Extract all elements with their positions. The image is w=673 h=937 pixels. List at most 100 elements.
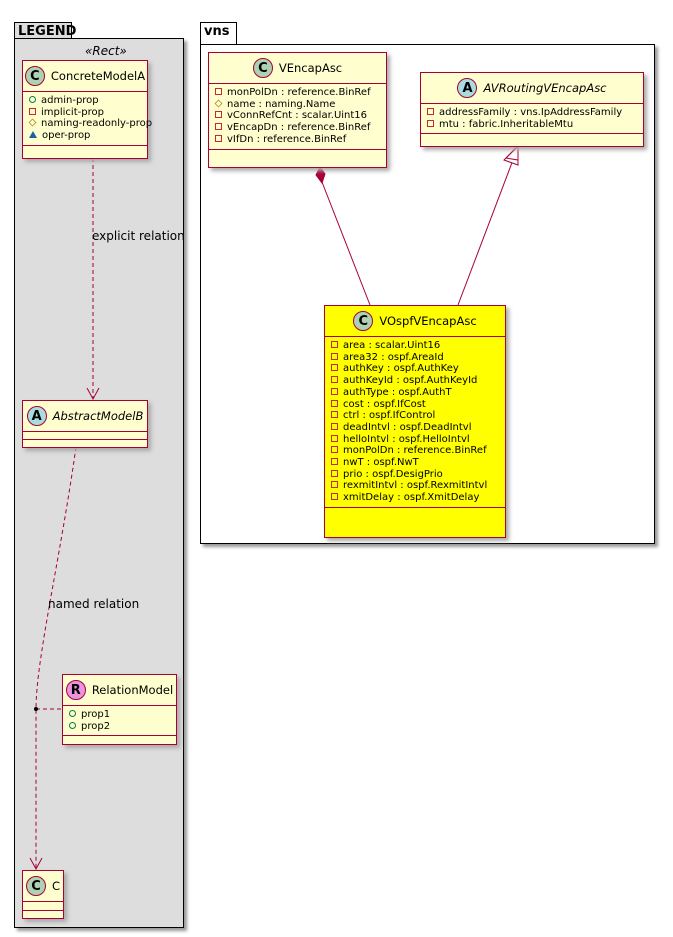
attribute-text: rexmitIntvl : ospf.RexmitIntvl (343, 480, 488, 492)
operation-list (63, 736, 176, 744)
private-visibility-icon (331, 352, 338, 360)
attribute-text: vConnRefCnt : scalar.Uint16 (227, 110, 368, 122)
class-header: A AbstractModelB (23, 401, 147, 432)
composition-edge (315, 166, 371, 306)
private-visibility-icon (331, 458, 338, 466)
attribute-text: authKey : ospf.AuthKey (343, 363, 459, 375)
class-kind-C-icon: C (24, 66, 45, 86)
private-visibility-icon (331, 364, 338, 372)
attribute-text: prop1 (81, 709, 111, 720)
public-visibility-icon (69, 710, 76, 717)
attribute-row: implicit-prop (29, 107, 147, 119)
private-visibility-icon (215, 134, 222, 142)
attribute-row: prop1 (69, 709, 176, 721)
attribute-row: oper-prop (29, 130, 147, 142)
named-relation-label: named relation (48, 597, 140, 611)
class-kind-A-icon: A (26, 406, 47, 426)
attribute-row: vIfDn : reference.BinRef (215, 134, 386, 146)
attribute-row: authKeyId : ospf.AuthKeyId (331, 375, 505, 387)
protected-visibility-icon (28, 118, 37, 127)
attribute-text: admin-prop (41, 95, 99, 106)
attribute-row: name : naming.Name (214, 99, 386, 111)
attribute-row: xmitDelay : ospf.XmitDelay (331, 492, 505, 504)
attribute-text: monPolDn : reference.BinRef (343, 445, 487, 457)
class-kind-C-icon: C (252, 58, 273, 78)
attribute-text: implicit-prop (41, 106, 104, 118)
private-visibility-icon (331, 411, 338, 419)
attribute-text: mtu : fabric.InheritableMtu (439, 118, 574, 130)
named-relation-edge (29, 446, 77, 871)
operation-list (23, 440, 147, 447)
attribute-row: mtu : fabric.InheritableMtu (427, 119, 643, 131)
class-header: A AVRoutingVEncapAsc (421, 73, 643, 104)
attribute-text: area : scalar.Uint16 (343, 340, 441, 351)
protected-visibility-icon (214, 99, 223, 108)
private-visibility-icon (331, 493, 338, 501)
attribute-text: ctrl : ospf.IfControl (343, 410, 436, 422)
attribute-row: ctrl : ospf.IfControl (331, 410, 505, 422)
attribute-text: authKeyId : ospf.AuthKeyId (343, 375, 478, 387)
package-legend (14, 38, 184, 928)
attribute-list (23, 432, 147, 440)
class-name: VEncapAsc (278, 61, 343, 75)
class-name: AbstractModelB (52, 409, 144, 423)
attribute-text: vEncapDn : reference.BinRef (227, 122, 371, 134)
class-name: VOspfVEncapAsc (379, 314, 477, 328)
private-visibility-icon (215, 123, 222, 131)
operation-list (209, 150, 386, 167)
class-name: AVRoutingVEncapAsc (483, 81, 607, 95)
attribute-text: authType : ospf.AuthT (343, 386, 452, 398)
attribute-list (23, 902, 63, 911)
package-visibility-icon (29, 131, 37, 139)
legend-stereotype: «Rect» (85, 44, 127, 58)
attribute-text: area32 : ospf.AreaId (343, 351, 444, 363)
attribute-row: helloIntvl : ospf.HelloIntvl (331, 434, 505, 446)
private-visibility-icon (331, 341, 338, 348)
class-header: C ConcreteModelA (23, 61, 147, 92)
attribute-text: oper-prop (42, 130, 91, 142)
private-visibility-icon (331, 469, 338, 477)
attribute-row: authKey : ospf.AuthKey (331, 363, 505, 375)
class-name: RelationModel (91, 683, 174, 697)
package-legend-tab: LEGEND (14, 22, 76, 39)
attribute-row: cost : ospf.IfCost (331, 399, 505, 411)
attribute-row: vEncapDn : reference.BinRef (215, 122, 386, 134)
inheritance-edge (457, 144, 519, 306)
class-header: C VEncapAsc (209, 53, 386, 84)
attribute-row: area32 : ospf.AreaId (331, 352, 505, 364)
attribute-text: deadIntvl : ospf.DeadIntvl (343, 421, 472, 433)
attribute-text: helloIntvl : ospf.HelloIntvl (343, 433, 470, 445)
private-visibility-icon (29, 107, 36, 115)
private-visibility-icon (215, 88, 222, 95)
private-visibility-icon (427, 108, 434, 115)
attribute-row: nwT : ospf.NwT (331, 457, 505, 469)
public-visibility-icon (69, 721, 76, 729)
attribute-row: monPolDn : reference.BinRef (331, 445, 505, 457)
explicit-relation-edge (86, 158, 100, 401)
class-kind-A-icon: A (457, 78, 478, 98)
class-name: ConcreteModelA (50, 69, 146, 83)
class-kind-C-icon: C (25, 876, 46, 896)
operation-list (23, 911, 63, 918)
attribute-text: xmitDelay : ospf.XmitDelay (343, 492, 480, 504)
explicit-relation-label: explicit relation (92, 229, 185, 243)
attribute-row: area : scalar.Uint16 (331, 340, 505, 352)
class-abstract-model-b[interactable]: A AbstractModelB (22, 400, 148, 448)
private-visibility-icon (331, 376, 338, 384)
private-visibility-icon (331, 434, 338, 442)
private-visibility-icon (427, 119, 434, 127)
attribute-text: prop2 (81, 720, 111, 732)
